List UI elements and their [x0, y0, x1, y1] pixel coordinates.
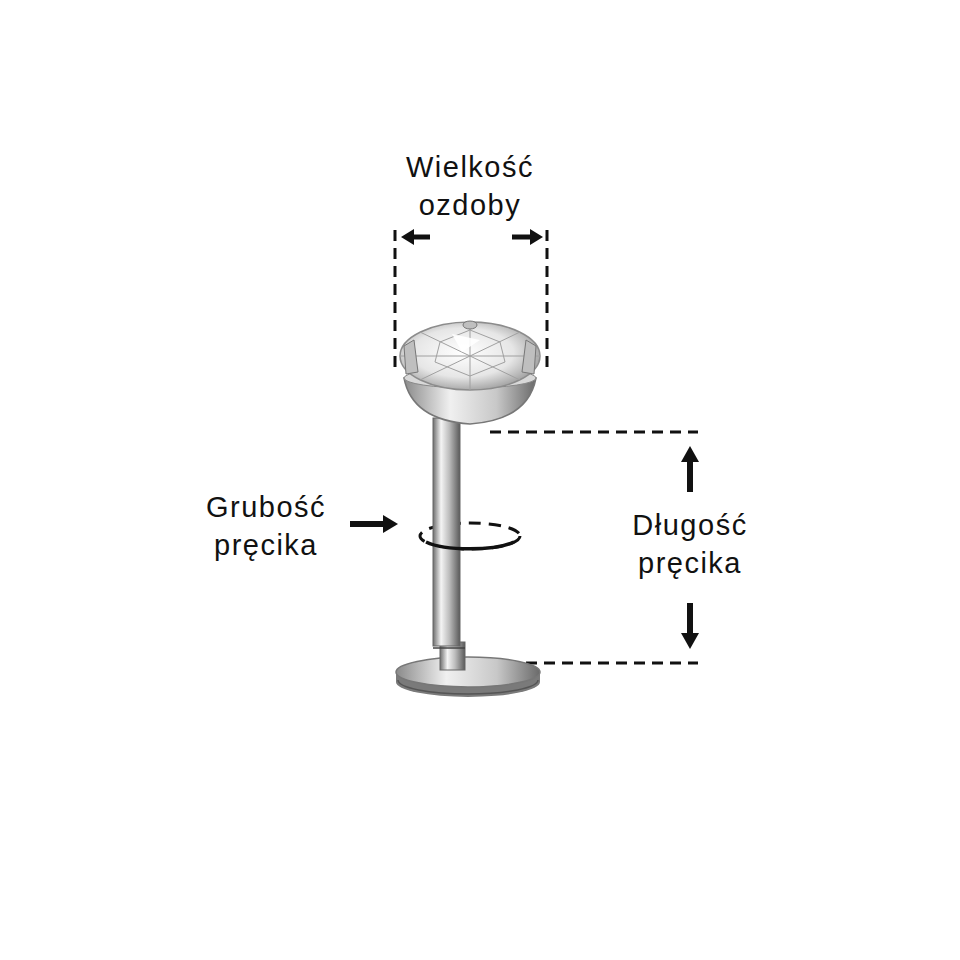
- post-shaft: [433, 418, 465, 670]
- dimension-label: Wielkość ozdoby: [380, 148, 560, 224]
- thickness-arrow: [350, 515, 398, 533]
- prongs: [404, 321, 536, 374]
- dimension-label: Grubość pręcika: [186, 488, 346, 564]
- size-arrows: [401, 229, 543, 245]
- base-disc: [396, 657, 540, 697]
- dimension-label: Długość pręcika: [610, 506, 770, 582]
- crystal-gem: [400, 322, 540, 390]
- thickness-ring-front: [426, 542, 514, 549]
